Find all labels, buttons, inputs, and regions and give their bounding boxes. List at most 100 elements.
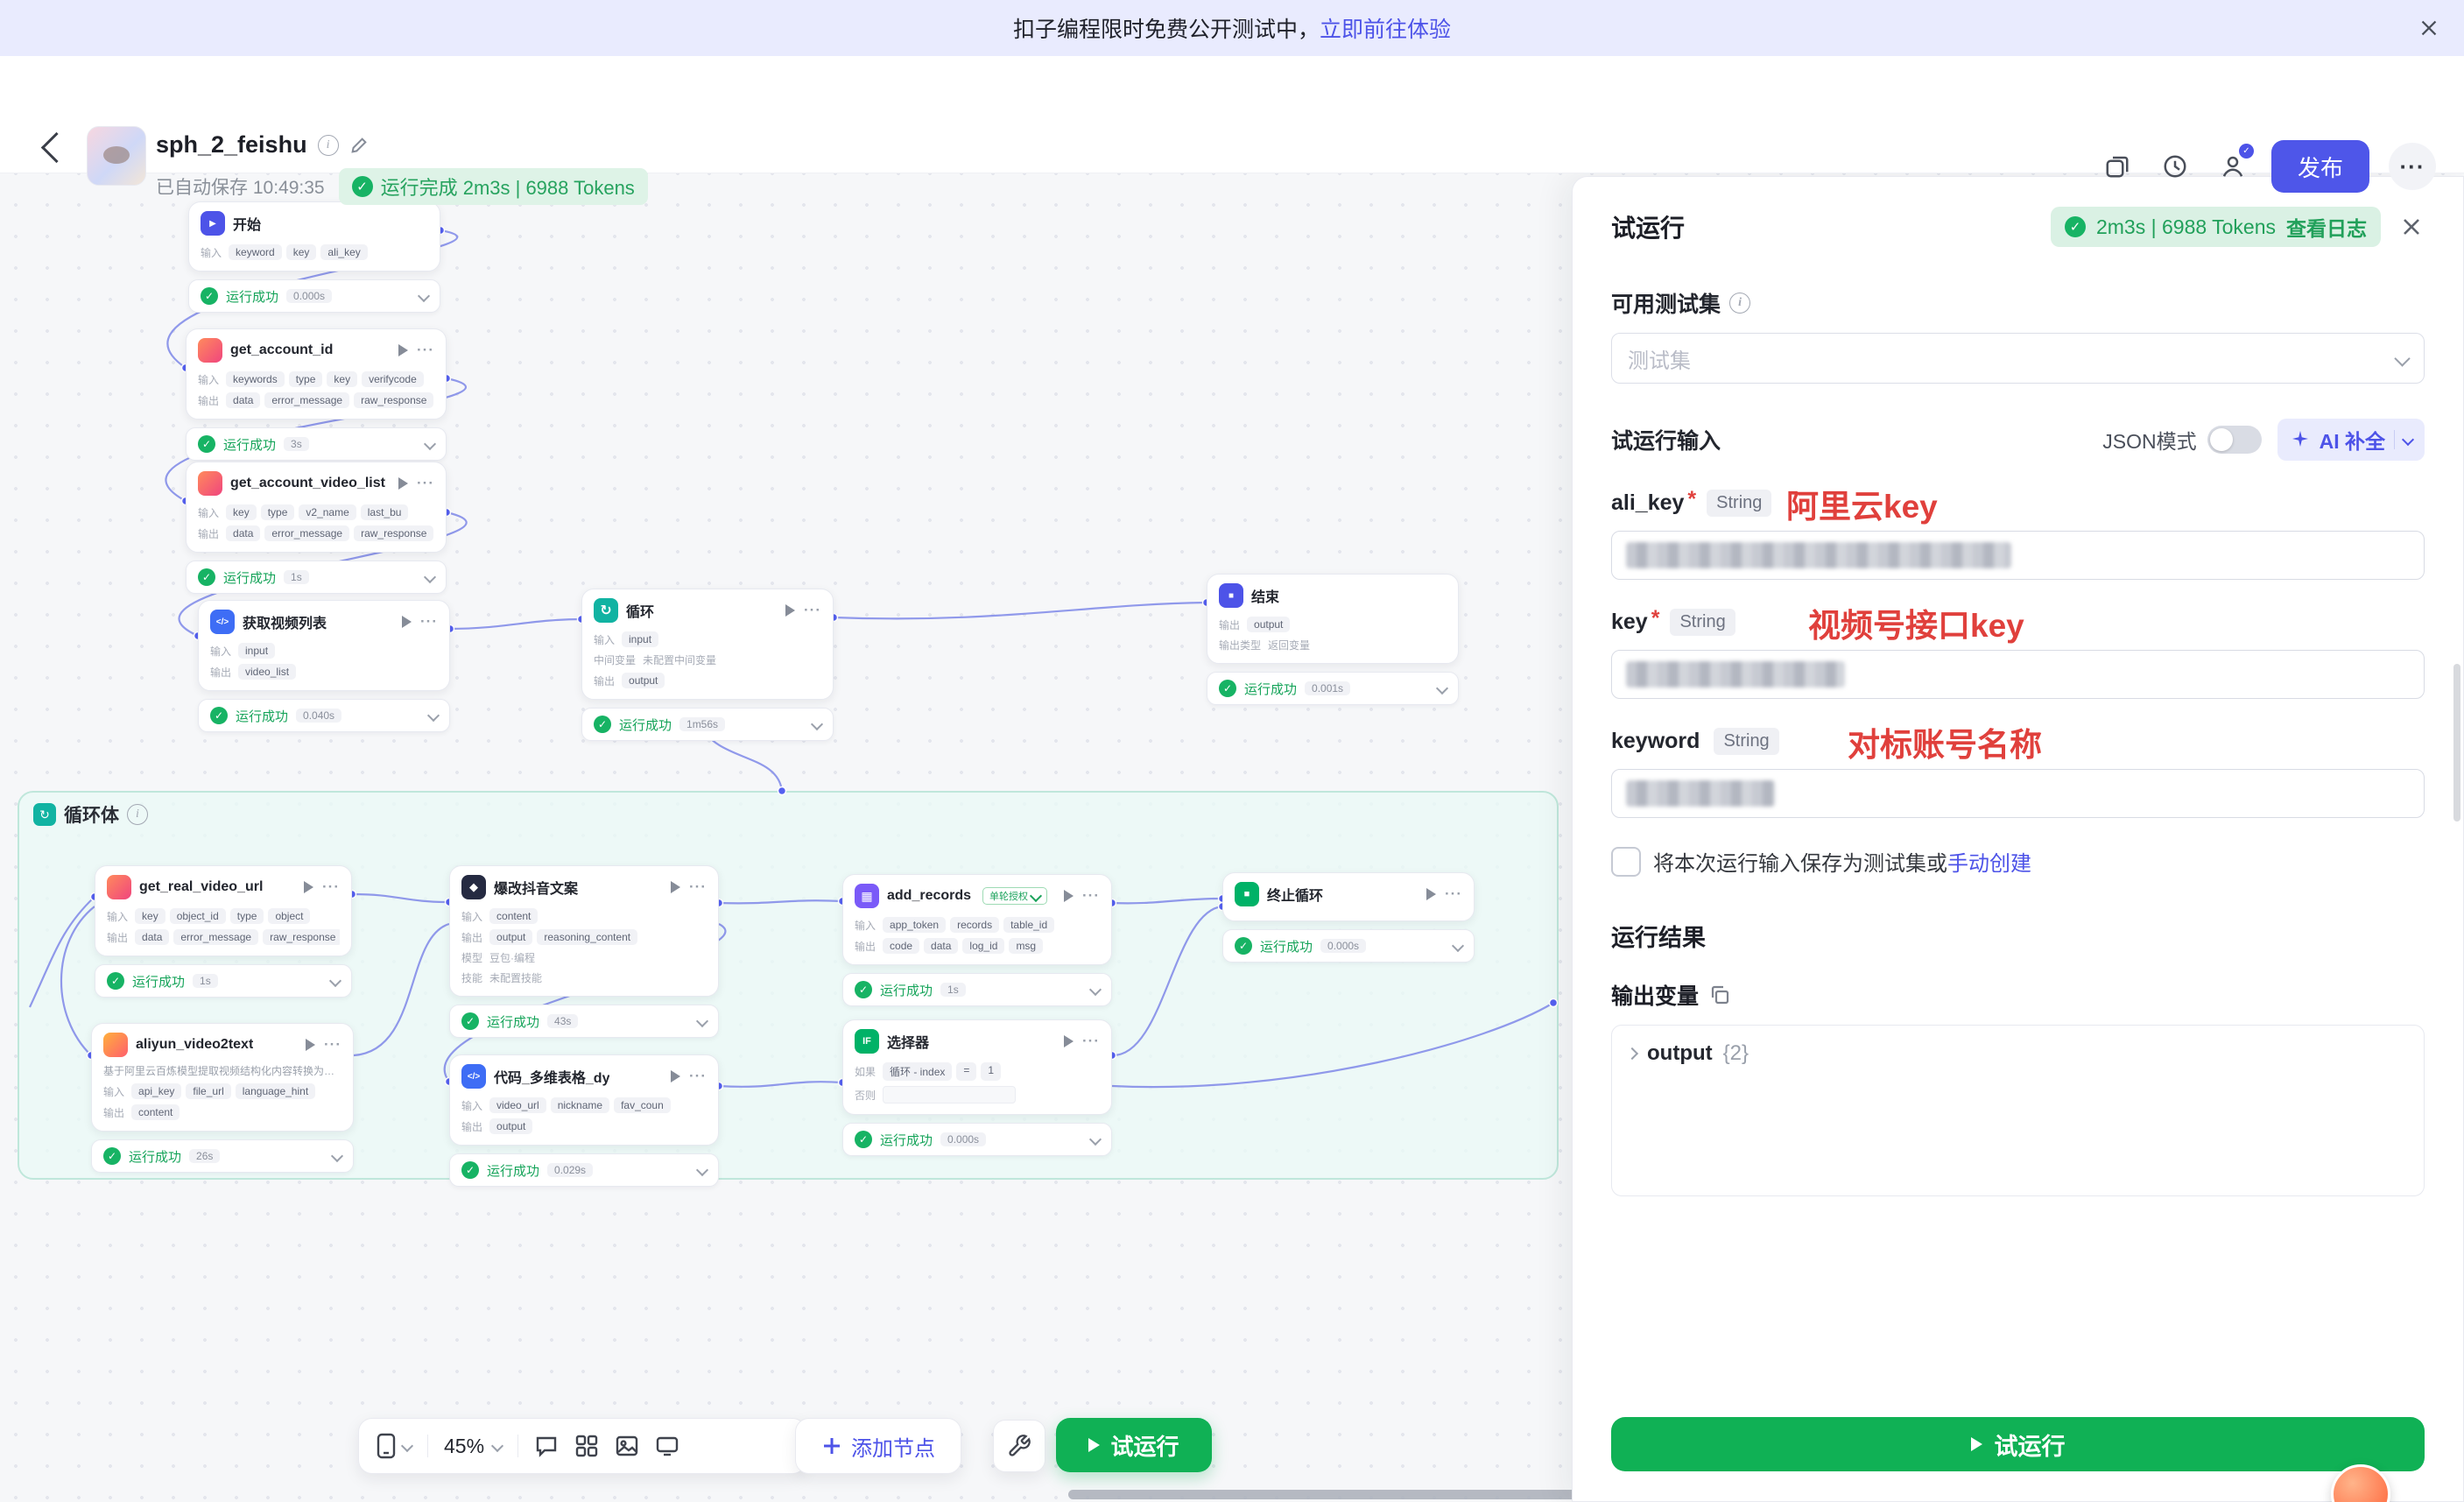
tools-button[interactable]	[993, 1420, 1045, 1472]
node-play-icon[interactable]	[402, 616, 412, 628]
param-tag: key	[135, 908, 165, 924]
back-button[interactable]	[40, 131, 73, 164]
canvas-test-run-button[interactable]: 试运行	[1056, 1418, 1212, 1472]
node-more-icon[interactable]: ···	[1082, 887, 1100, 904]
chevron-down-icon	[2394, 349, 2411, 367]
param-tag: 1	[981, 1062, 1002, 1081]
node-more-icon[interactable]: ···	[689, 1068, 707, 1084]
node-more-icon[interactable]: ···	[324, 1036, 341, 1053]
node-title: 获取视频列表	[243, 617, 327, 631]
horizontal-scrollbar[interactable]	[1068, 1490, 1823, 1499]
view-log-link[interactable]: 查看日志	[2286, 217, 2367, 240]
close-panel-button[interactable]	[2398, 214, 2425, 240]
auth-badge[interactable]: 单轮授权	[982, 887, 1048, 905]
row-label: 输入	[461, 910, 483, 923]
type-badge: String	[1670, 608, 1735, 636]
workflow-avatar	[87, 126, 146, 186]
edit-title-button[interactable]	[349, 136, 369, 155]
node-play-icon[interactable]	[671, 1070, 681, 1082]
copy-button[interactable]	[1709, 984, 1730, 1005]
add-node-button[interactable]: 添加节点	[795, 1418, 961, 1474]
banner-close-button[interactable]	[2417, 16, 2441, 40]
row-tags: video_list	[238, 664, 297, 680]
vertical-scrollbar[interactable]	[2453, 664, 2460, 822]
node-more-icon[interactable]: ···	[417, 342, 434, 358]
more-actions-button[interactable]: ···	[2389, 143, 2436, 190]
promo-banner: 扣子编程限时免费公开测试中， 立即前往体验	[0, 0, 2464, 56]
ali-key-input[interactable]	[1611, 531, 2425, 580]
info-icon[interactable]: i	[317, 134, 339, 156]
test-set-select[interactable]: 测试集	[1611, 333, 2425, 384]
node-play-icon[interactable]	[398, 344, 409, 356]
node-aliyun_video2text[interactable]: aliyun_video2text···基于阿里云百炼模型提取视频结构化内容转换…	[91, 1023, 354, 1173]
param-tag: video_url	[489, 1097, 546, 1113]
image-export-button[interactable]	[615, 1434, 639, 1458]
node-more-icon[interactable]: ···	[322, 878, 340, 895]
node-more-icon[interactable]: ···	[420, 613, 438, 630]
node-play-icon[interactable]	[398, 477, 409, 490]
node-play-icon[interactable]	[304, 881, 314, 893]
history-button[interactable]	[2156, 147, 2194, 186]
keyword-input[interactable]	[1611, 769, 2425, 818]
node-play-icon[interactable]	[671, 881, 681, 893]
collaborators-button[interactable]: ✓	[2214, 144, 2254, 186]
node-play-icon[interactable]	[1064, 890, 1074, 902]
node-play-icon[interactable]	[1064, 1035, 1074, 1047]
node-more-icon[interactable]: ···	[1082, 1033, 1100, 1049]
panel-test-run-button[interactable]: 试运行	[1611, 1417, 2425, 1471]
zoom-select[interactable]: 45%	[444, 1435, 504, 1458]
key-input[interactable]	[1611, 650, 2425, 699]
manual-create-link[interactable]: 手动创建	[1947, 852, 2031, 876]
save-as-testset-checkbox[interactable]	[1611, 846, 1641, 877]
node-play-icon[interactable]	[1426, 888, 1437, 900]
status-label: 运行成功	[226, 289, 279, 305]
node-title: aliyun_video2text	[136, 1037, 254, 1052]
run-status-badge[interactable]: ✓ 运行完成 2m3s | 6988 Tokens	[338, 168, 648, 205]
output-variable-row[interactable]: output {2}	[1625, 1041, 2408, 1066]
node-more-icon[interactable]: ···	[1445, 885, 1462, 902]
json-mode-toggle[interactable]	[2207, 426, 2262, 454]
plugin-icon	[103, 1033, 128, 1057]
device-preview-button[interactable]	[377, 1433, 414, 1459]
duplicate-button[interactable]	[2098, 147, 2137, 186]
node-more-icon[interactable]: ···	[689, 878, 707, 895]
frame-button[interactable]	[655, 1434, 679, 1458]
comment-button[interactable]	[534, 1434, 559, 1458]
node-more-icon[interactable]: ···	[417, 475, 434, 491]
banner-link[interactable]: 立即前往体验	[1320, 18, 1452, 42]
node-more-icon[interactable]: ···	[804, 602, 821, 618]
publish-button[interactable]: 发布	[2271, 140, 2369, 193]
param-tag: key	[327, 371, 358, 387]
ai-complete-button[interactable]: AI 补全	[2277, 419, 2425, 461]
minimap-button[interactable]	[574, 1434, 599, 1458]
node-play-icon[interactable]	[306, 1039, 316, 1051]
row-label: 如果	[855, 1066, 876, 1078]
node-play-icon[interactable]	[785, 604, 796, 617]
